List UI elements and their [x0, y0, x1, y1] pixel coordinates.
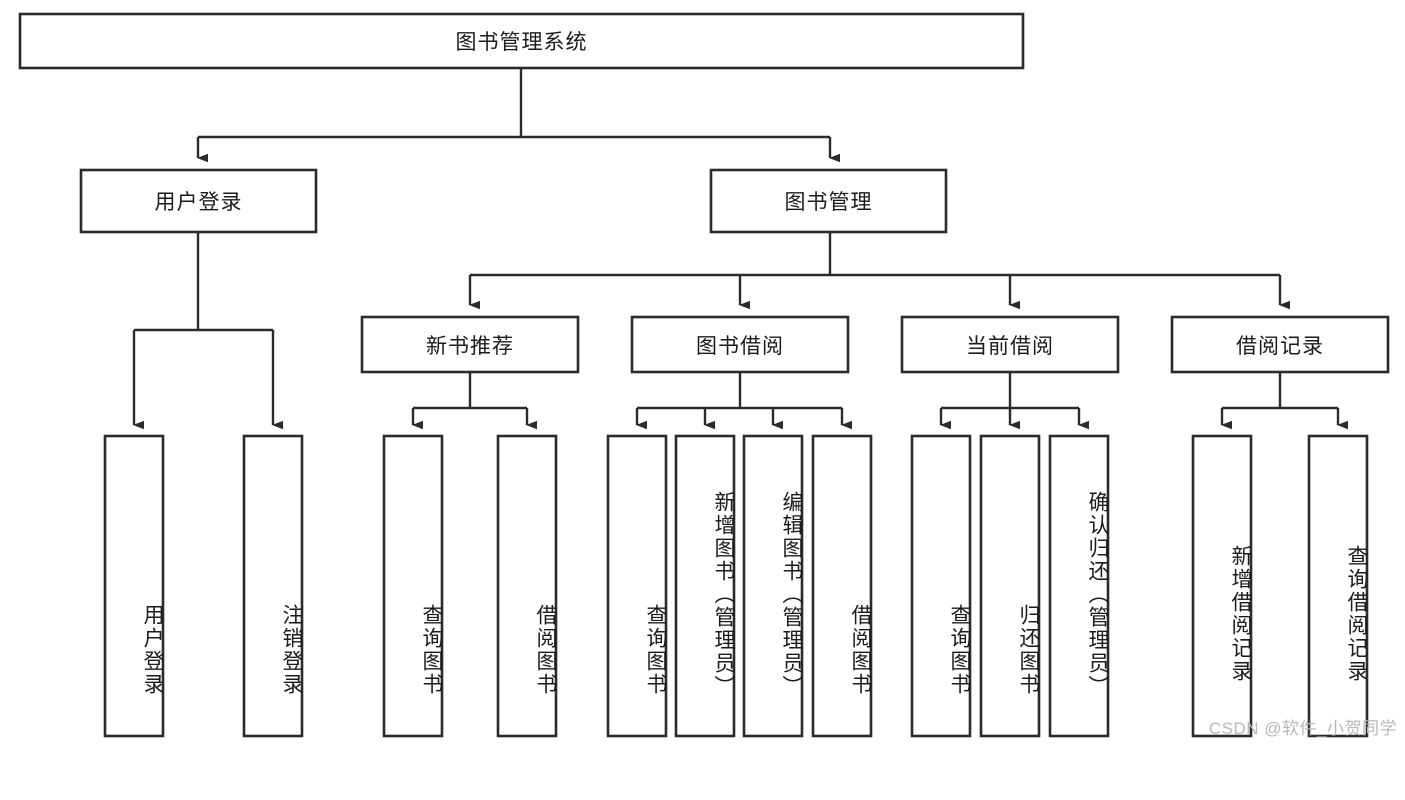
node-book-borrow[interactable] [630, 315, 850, 374]
leaf-box[interactable] [1191, 434, 1253, 738]
connector-userlogin-to-leaves [132, 232, 283, 430]
leaf-box[interactable] [103, 434, 165, 738]
leaf-box[interactable] [242, 434, 304, 738]
leaf-box[interactable] [1048, 434, 1110, 738]
leaf-box[interactable] [382, 434, 444, 738]
leaf-box[interactable] [1307, 434, 1369, 738]
connector-current-to-leaves [939, 372, 1089, 430]
leaf-box[interactable] [910, 434, 972, 738]
connector-newbook-to-leaves [411, 372, 537, 430]
connector-bookmgmt-to-level3 [468, 232, 1290, 310]
leaf-box[interactable] [606, 434, 668, 738]
diagram-graphics [18, 12, 1390, 738]
node-current-borrow[interactable] [900, 315, 1120, 374]
node-borrow-records[interactable] [1170, 315, 1390, 374]
node-root[interactable] [18, 12, 1025, 70]
csdn-watermark: CSDN @软件_小贺同学 [1208, 719, 1397, 738]
node-new-book-recommend[interactable] [360, 315, 580, 374]
leaf-box[interactable] [979, 434, 1041, 738]
node-book-management[interactable] [709, 168, 948, 234]
leaf-box[interactable] [811, 434, 873, 738]
node-user-login[interactable] [79, 168, 318, 234]
connector-borrow-to-leaves [635, 372, 852, 430]
leaf-box[interactable] [742, 434, 804, 738]
leaf-box[interactable] [674, 434, 736, 738]
connector-records-to-leaves [1220, 372, 1348, 430]
connector-root-to-level2 [196, 68, 840, 163]
diagram-canvas: 图书管理系统 用户登录 图书管理 新书推荐 图书借阅 当前借阅 借阅记录 用户登… [18, 12, 1397, 738]
leaf-box[interactable] [496, 434, 558, 738]
